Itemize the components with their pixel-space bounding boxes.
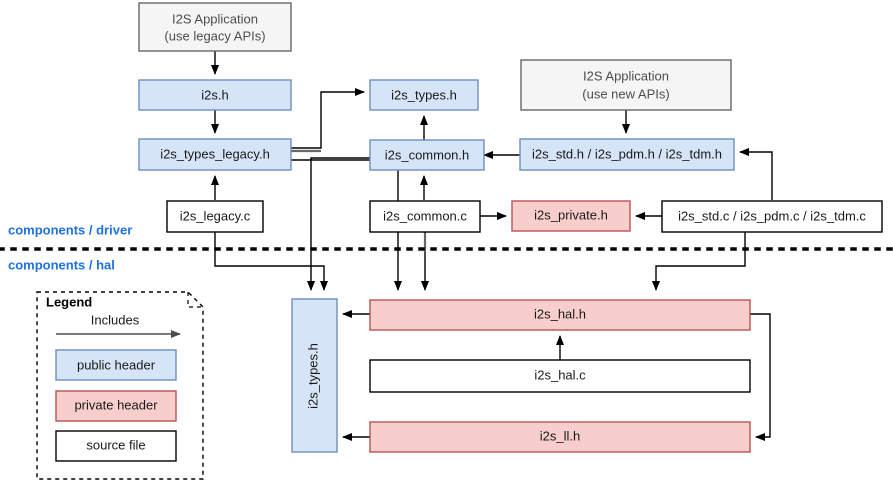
legend-label-private-header: private header	[74, 397, 158, 412]
node-i2s-common-h[interactable]: i2s_common.h	[369, 139, 485, 171]
edge-types-legacy-to-types-h	[291, 88, 365, 149]
node-i2s-types-h-hal[interactable]: i2s_types.h	[291, 298, 338, 453]
edge-common-h-to-types-h-hal	[307, 157, 370, 291]
node-label-i2s-hal-h: i2s_hal.h	[534, 306, 586, 321]
node-i2s-ll-h[interactable]: i2s_ll.h	[369, 421, 751, 453]
node-i2s-h[interactable]: i2s.h	[138, 79, 292, 111]
legend-item-private-header: private header	[55, 390, 177, 422]
node-i2s-hal-h[interactable]: i2s_hal.h	[369, 299, 751, 331]
node-label-i2s-common-h: i2s_common.h	[385, 147, 470, 162]
node-label-i2s-types-h-hal: i2s_types.h	[305, 343, 320, 409]
node-i2s-types-legacy-h[interactable]: i2s_types_legacy.h	[138, 138, 292, 171]
node-i2s-types-h[interactable]: i2s_types.h	[369, 79, 479, 111]
node-label-i2s-h: i2s.h	[201, 87, 228, 102]
edge-hal-h-to-ll-h	[750, 313, 771, 441]
section-label-hal: components / hal	[8, 257, 115, 272]
node-label-i2s-common-c: i2s_common.c	[383, 208, 467, 223]
node-label-i2s-types-h: i2s_types.h	[391, 87, 457, 102]
legend-label-public-header: public header	[77, 357, 156, 372]
node-label-app-new-line1: I2S Application	[583, 68, 669, 83]
edge-std-c-to-hal-h	[652, 232, 746, 291]
node-i2s-std-pdm-tdm-h[interactable]: i2s_std.h / i2s_pdm.h / i2s_tdm.h	[519, 138, 735, 171]
node-i2s-application-new[interactable]: I2S Application (use new APIs)	[520, 59, 732, 111]
node-label-i2s-std-pdm-tdm-h: i2s_std.h / i2s_pdm.h / i2s_tdm.h	[532, 146, 722, 161]
node-label-i2s-private-h: i2s_private.h	[534, 207, 608, 222]
edge-std-c-to-std-h	[739, 148, 773, 200]
legend-arrow-label: Includes	[91, 312, 140, 327]
edge-legacy-c-to-types-h-hal	[214, 232, 328, 291]
node-i2s-application-legacy[interactable]: I2S Application (use legacy APIs)	[138, 2, 292, 52]
node-i2s-common-c[interactable]: i2s_common.c	[369, 200, 481, 233]
node-i2s-private-h[interactable]: i2s_private.h	[511, 200, 631, 232]
node-label-i2s-hal-c: i2s_hal.c	[534, 367, 586, 382]
legend-item-source-file: source file	[55, 430, 177, 462]
node-label-i2s-legacy-c: i2s_legacy.c	[180, 208, 251, 223]
node-label-i2s-types-legacy-h: i2s_types_legacy.h	[160, 146, 270, 161]
node-i2s-std-pdm-tdm-c[interactable]: i2s_std.c / i2s_pdm.c / i2s_tdm.c	[661, 200, 883, 233]
node-i2s-hal-c[interactable]: i2s_hal.c	[369, 359, 751, 393]
node-label-app-new-line2: (use new APIs)	[582, 86, 669, 101]
node-label-app-legacy-line1: I2S Application	[172, 11, 258, 26]
node-label-i2s-std-pdm-tdm-c: i2s_std.c / i2s_pdm.c / i2s_tdm.c	[678, 208, 866, 223]
node-label-i2s-ll-h: i2s_ll.h	[540, 428, 580, 443]
legend-title: Legend	[46, 294, 92, 309]
section-label-driver: components / driver	[8, 222, 132, 237]
legend-label-source-file: source file	[86, 437, 145, 452]
node-i2s-legacy-c[interactable]: i2s_legacy.c	[166, 200, 264, 233]
legend: Legend Includes public header private he…	[36, 291, 204, 480]
node-label-app-legacy-line2: (use legacy APIs)	[164, 28, 265, 43]
legend-item-public-header: public header	[55, 349, 177, 381]
